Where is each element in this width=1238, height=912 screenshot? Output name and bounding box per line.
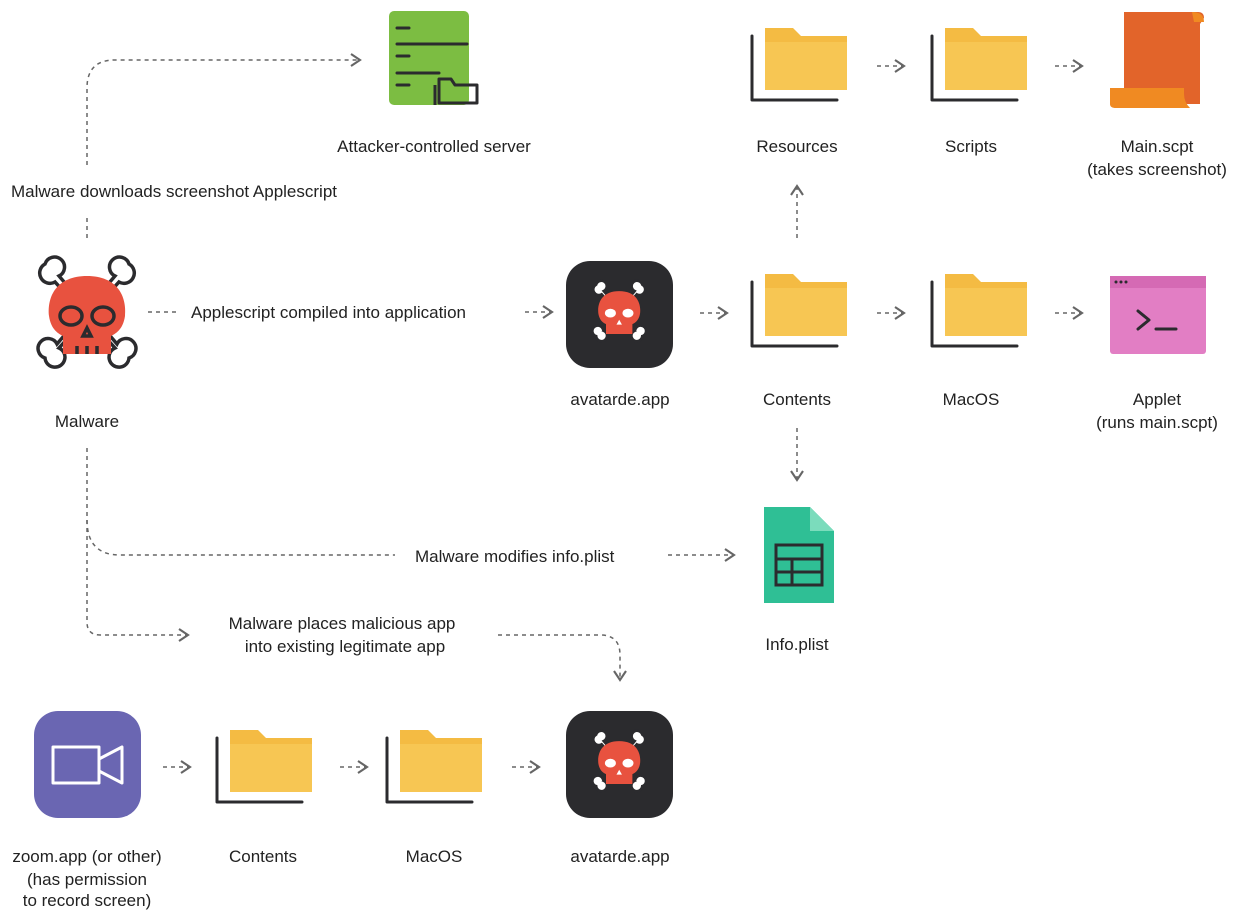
main-scpt-label-line2: (takes screenshot) (1087, 160, 1227, 179)
edge-malware-to-server (86, 53, 362, 165)
terminal-window-icon (1110, 276, 1206, 354)
applet-label-line2: (runs main.scpt) (1096, 413, 1218, 432)
avatarde-bottom-label: avatarde.app (570, 847, 670, 866)
folder-resources-icon (750, 28, 847, 102)
folder-contents-bottom-icon (215, 730, 312, 804)
scripts-label: Scripts (945, 137, 997, 156)
avatarde-app-icon-bottom (566, 711, 673, 818)
edge-label-compiled: Applescript compiled into application (191, 303, 466, 322)
malware-skull-icon (36, 255, 138, 369)
edge-places-to-avatarde (498, 634, 627, 682)
edge-label-places-line1: Malware places malicious app (228, 614, 456, 633)
zoom-label-line3: to record screen) (22, 891, 152, 910)
script-scroll-icon (1110, 12, 1204, 108)
edge-malware-down (86, 448, 190, 642)
malware-label: Malware (54, 412, 120, 431)
info-plist-label: Info.plist (765, 635, 829, 654)
main-scpt-label-line1: Main.scpt (1120, 137, 1194, 156)
folder-scripts-icon (930, 28, 1027, 102)
spreadsheet-file-icon (764, 507, 834, 603)
macos-bottom-label: MacOS (405, 847, 463, 866)
zoom-label-line1: zoom.app (or other) (12, 847, 162, 866)
zoom-label-line2: (has permission (27, 870, 147, 889)
applet-label-line1: Applet (1132, 390, 1182, 409)
edge-malware-to-modify (86, 519, 395, 556)
avatarde-top-label: avatarde.app (570, 390, 670, 409)
contents-bottom-label: Contents (228, 847, 298, 866)
server-icon (389, 11, 479, 105)
folder-macos-icon (930, 274, 1027, 348)
edge-label-modifies: Malware modifies info.plist (415, 547, 615, 566)
attacker-server-label: Attacker-controlled server (337, 137, 531, 156)
folder-contents-icon (750, 274, 847, 348)
zoom-camera-icon (34, 711, 141, 818)
edge-label-downloads: Malware downloads screenshot Applescript (11, 182, 338, 201)
edge-label-places-line2: into existing legitimate app (244, 637, 446, 656)
contents-top-label: Contents (762, 390, 832, 409)
avatarde-app-icon (566, 261, 673, 368)
macos-top-label: MacOS (942, 390, 1000, 409)
resources-label: Resources (756, 137, 838, 156)
folder-macos-bottom-icon (385, 730, 482, 804)
